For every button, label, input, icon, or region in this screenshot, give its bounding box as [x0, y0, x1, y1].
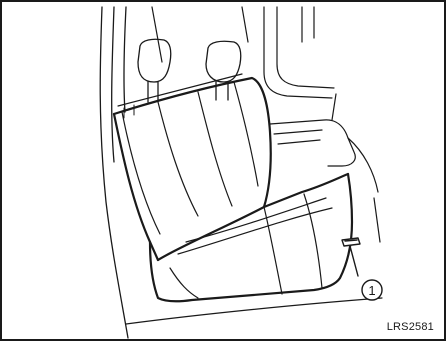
right-headrest	[206, 41, 241, 100]
seat-lever	[342, 238, 360, 276]
rear-window-frame	[152, 7, 334, 98]
figure-code: LRS2581	[387, 321, 434, 333]
left-headrest	[138, 39, 171, 102]
door-trim	[270, 94, 380, 242]
cab-pillar	[100, 7, 128, 338]
callout-1: 1	[362, 280, 382, 300]
floor-line	[126, 298, 382, 324]
callout-number: 1	[368, 283, 375, 298]
seat-cushion	[150, 174, 352, 301]
